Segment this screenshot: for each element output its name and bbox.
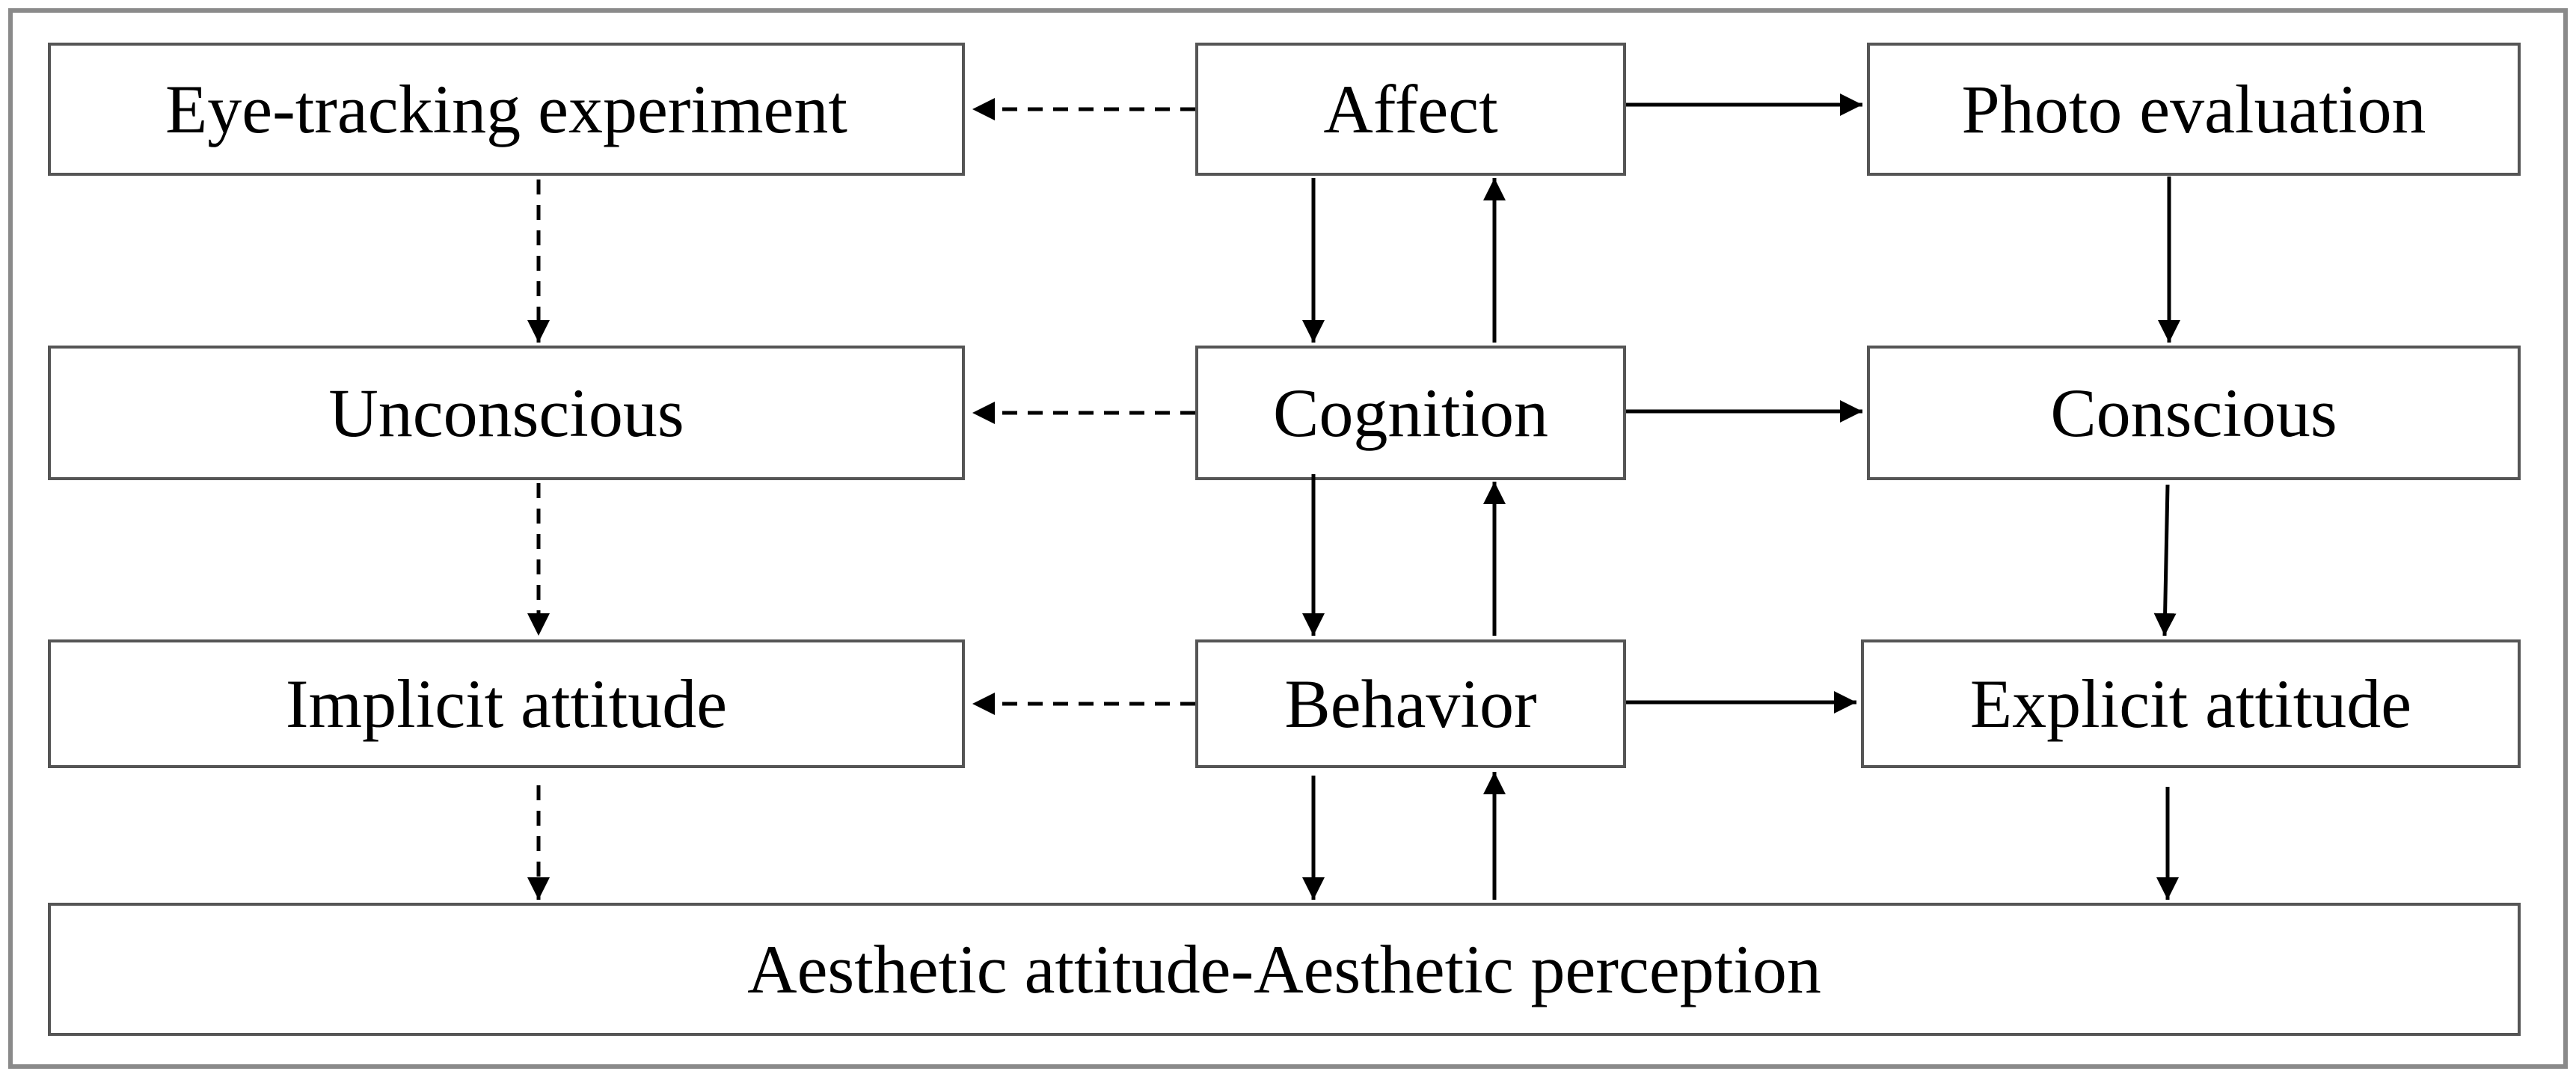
node-implicit-attitude: Implicit attitude	[48, 639, 965, 768]
node-implicit-attitude-label: Implicit attitude	[286, 666, 727, 742]
node-eye-tracking-experiment: Eye-tracking experiment	[48, 43, 965, 176]
node-cognition-label: Cognition	[1273, 375, 1548, 451]
node-behavior-label: Behavior	[1284, 666, 1536, 742]
node-photo-evaluation-label: Photo evaluation	[1962, 71, 2426, 147]
arrow-conscious-to-explicit-attitude	[2153, 484, 2177, 636]
node-affect-label: Affect	[1323, 71, 1498, 147]
node-eye-tracking-experiment-label: Eye-tracking experiment	[165, 71, 847, 147]
node-aesthetic-attitude-perception: Aesthetic attitude-Aesthetic perception	[48, 903, 2521, 1036]
outer-frame	[8, 8, 2568, 1069]
node-cognition: Cognition	[1195, 346, 1626, 480]
node-explicit-attitude-label: Explicit attitude	[1970, 666, 2411, 742]
node-aesthetic-attitude-perception-label: Aesthetic attitude-Aesthetic perception	[747, 931, 1821, 1007]
node-unconscious: Unconscious	[48, 346, 965, 480]
node-conscious-label: Conscious	[2050, 375, 2337, 451]
node-explicit-attitude: Explicit attitude	[1861, 639, 2521, 768]
node-behavior: Behavior	[1195, 639, 1626, 768]
node-conscious: Conscious	[1867, 346, 2521, 480]
node-affect: Affect	[1195, 43, 1626, 176]
node-unconscious-label: Unconscious	[328, 375, 684, 451]
node-photo-evaluation: Photo evaluation	[1867, 43, 2521, 176]
